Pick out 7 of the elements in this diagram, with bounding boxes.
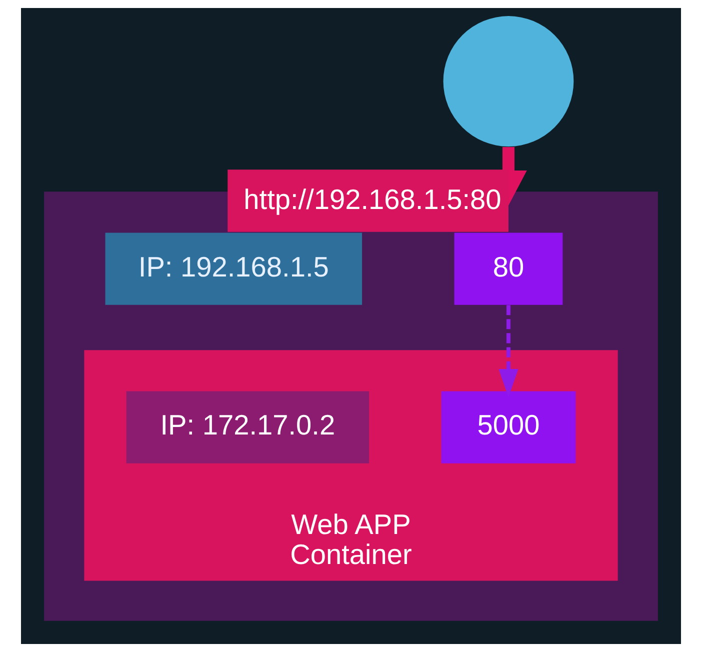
node-box: IP: 192.168.1.5: [105, 232, 362, 305]
node-person: [443, 16, 574, 146]
node-box: 5000: [441, 391, 576, 464]
node-box: IP: 172.17.0.2: [126, 391, 370, 464]
node-box: 80: [454, 232, 563, 305]
arrow: [498, 305, 518, 398]
edge-label: http://192.168.1.5:80: [244, 184, 502, 216]
